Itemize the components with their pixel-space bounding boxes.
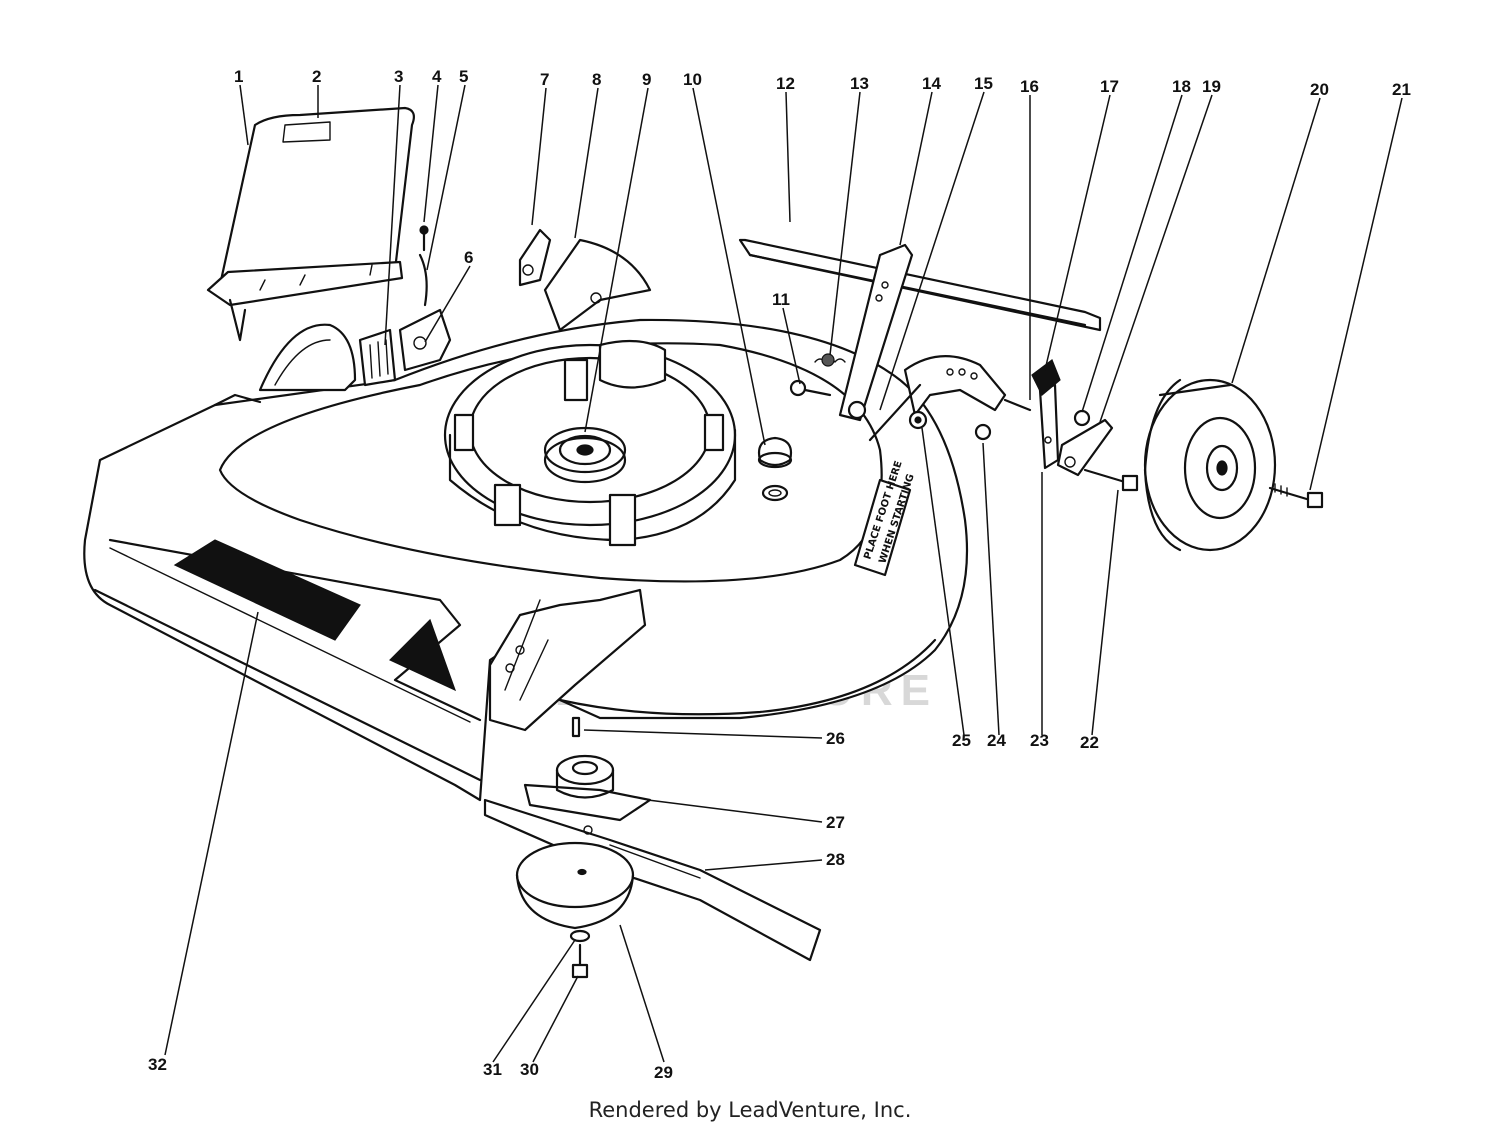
stiffener-cup — [515, 841, 635, 930]
callout-27: 27 — [826, 813, 845, 832]
wheel-bolt — [1268, 483, 1324, 509]
height-adjust-lever — [838, 243, 914, 422]
callout-29: 29 — [654, 1063, 673, 1082]
wheel-bracket-plate — [1031, 359, 1061, 470]
callout-7: 7 — [540, 70, 549, 89]
callout-4: 4 — [432, 67, 442, 86]
callout-1: 1 — [234, 67, 243, 86]
render-credit-footer: Rendered by LeadVenture, Inc. — [588, 1098, 912, 1122]
callout-numbers: 1 2 3 4 5 6 7 8 9 10 11 12 13 14 15 16 1… — [148, 67, 1411, 1082]
callout-15: 15 — [974, 74, 993, 93]
callout-22: 22 — [1080, 733, 1099, 752]
callout-32: 32 — [148, 1055, 167, 1074]
mower-deck — [83, 318, 969, 802]
callout-12: 12 — [776, 74, 795, 93]
warning-decal — [173, 539, 361, 641]
callout-28: 28 — [826, 850, 845, 869]
discharge-chute-door — [206, 106, 415, 342]
callout-9: 9 — [642, 70, 651, 89]
wheel-height-arm — [868, 355, 1032, 442]
callout-8: 8 — [592, 70, 601, 89]
bolt-22 — [1083, 468, 1139, 492]
callout-13: 13 — [850, 74, 869, 93]
rear-wheel — [1143, 378, 1277, 552]
callout-25: 25 — [952, 731, 971, 750]
mower-blade — [483, 798, 822, 962]
blade-key — [571, 716, 581, 738]
engine-mount-ring — [443, 339, 737, 547]
callout-24: 24 — [987, 731, 1006, 750]
washer-24 — [974, 423, 992, 441]
blade-pulley — [543, 426, 627, 484]
callout-19: 19 — [1202, 77, 1221, 96]
front-wheel-bracket — [488, 588, 647, 732]
callout-20: 20 — [1310, 80, 1329, 99]
callout-16: 16 — [1020, 77, 1039, 96]
lever-spring — [814, 353, 846, 367]
callout-3: 3 — [394, 67, 403, 86]
blade-adapter — [523, 754, 652, 822]
hinge-bracket — [398, 308, 452, 372]
callout-31: 31 — [483, 1060, 502, 1079]
height-adjust-bracket-front — [518, 228, 652, 332]
blade-bolt — [569, 929, 591, 979]
oil-fill-cap — [757, 436, 793, 502]
callout-30: 30 — [520, 1060, 539, 1079]
callout-14: 14 — [922, 74, 941, 93]
callout-26: 26 — [826, 729, 845, 748]
wheel-bracket-19 — [1056, 418, 1114, 477]
callout-23: 23 — [1030, 731, 1049, 750]
leader-lines — [164, 84, 1403, 1063]
nut-18 — [1073, 409, 1091, 427]
hinge-rod — [418, 253, 428, 307]
screw-4 — [419, 225, 429, 252]
callout-2: 2 — [312, 67, 321, 86]
callout-10: 10 — [683, 70, 702, 89]
callout-5: 5 — [459, 67, 468, 86]
washer-lever — [847, 400, 867, 420]
callout-17: 17 — [1100, 77, 1119, 96]
callout-18: 18 — [1172, 77, 1191, 96]
bolt-11 — [789, 379, 832, 397]
callout-11: 11 — [772, 290, 790, 309]
pivot-bolt — [908, 410, 928, 430]
callout-6: 6 — [464, 248, 473, 267]
trailing-shield — [738, 238, 1102, 332]
callout-21: 21 — [1392, 80, 1411, 99]
